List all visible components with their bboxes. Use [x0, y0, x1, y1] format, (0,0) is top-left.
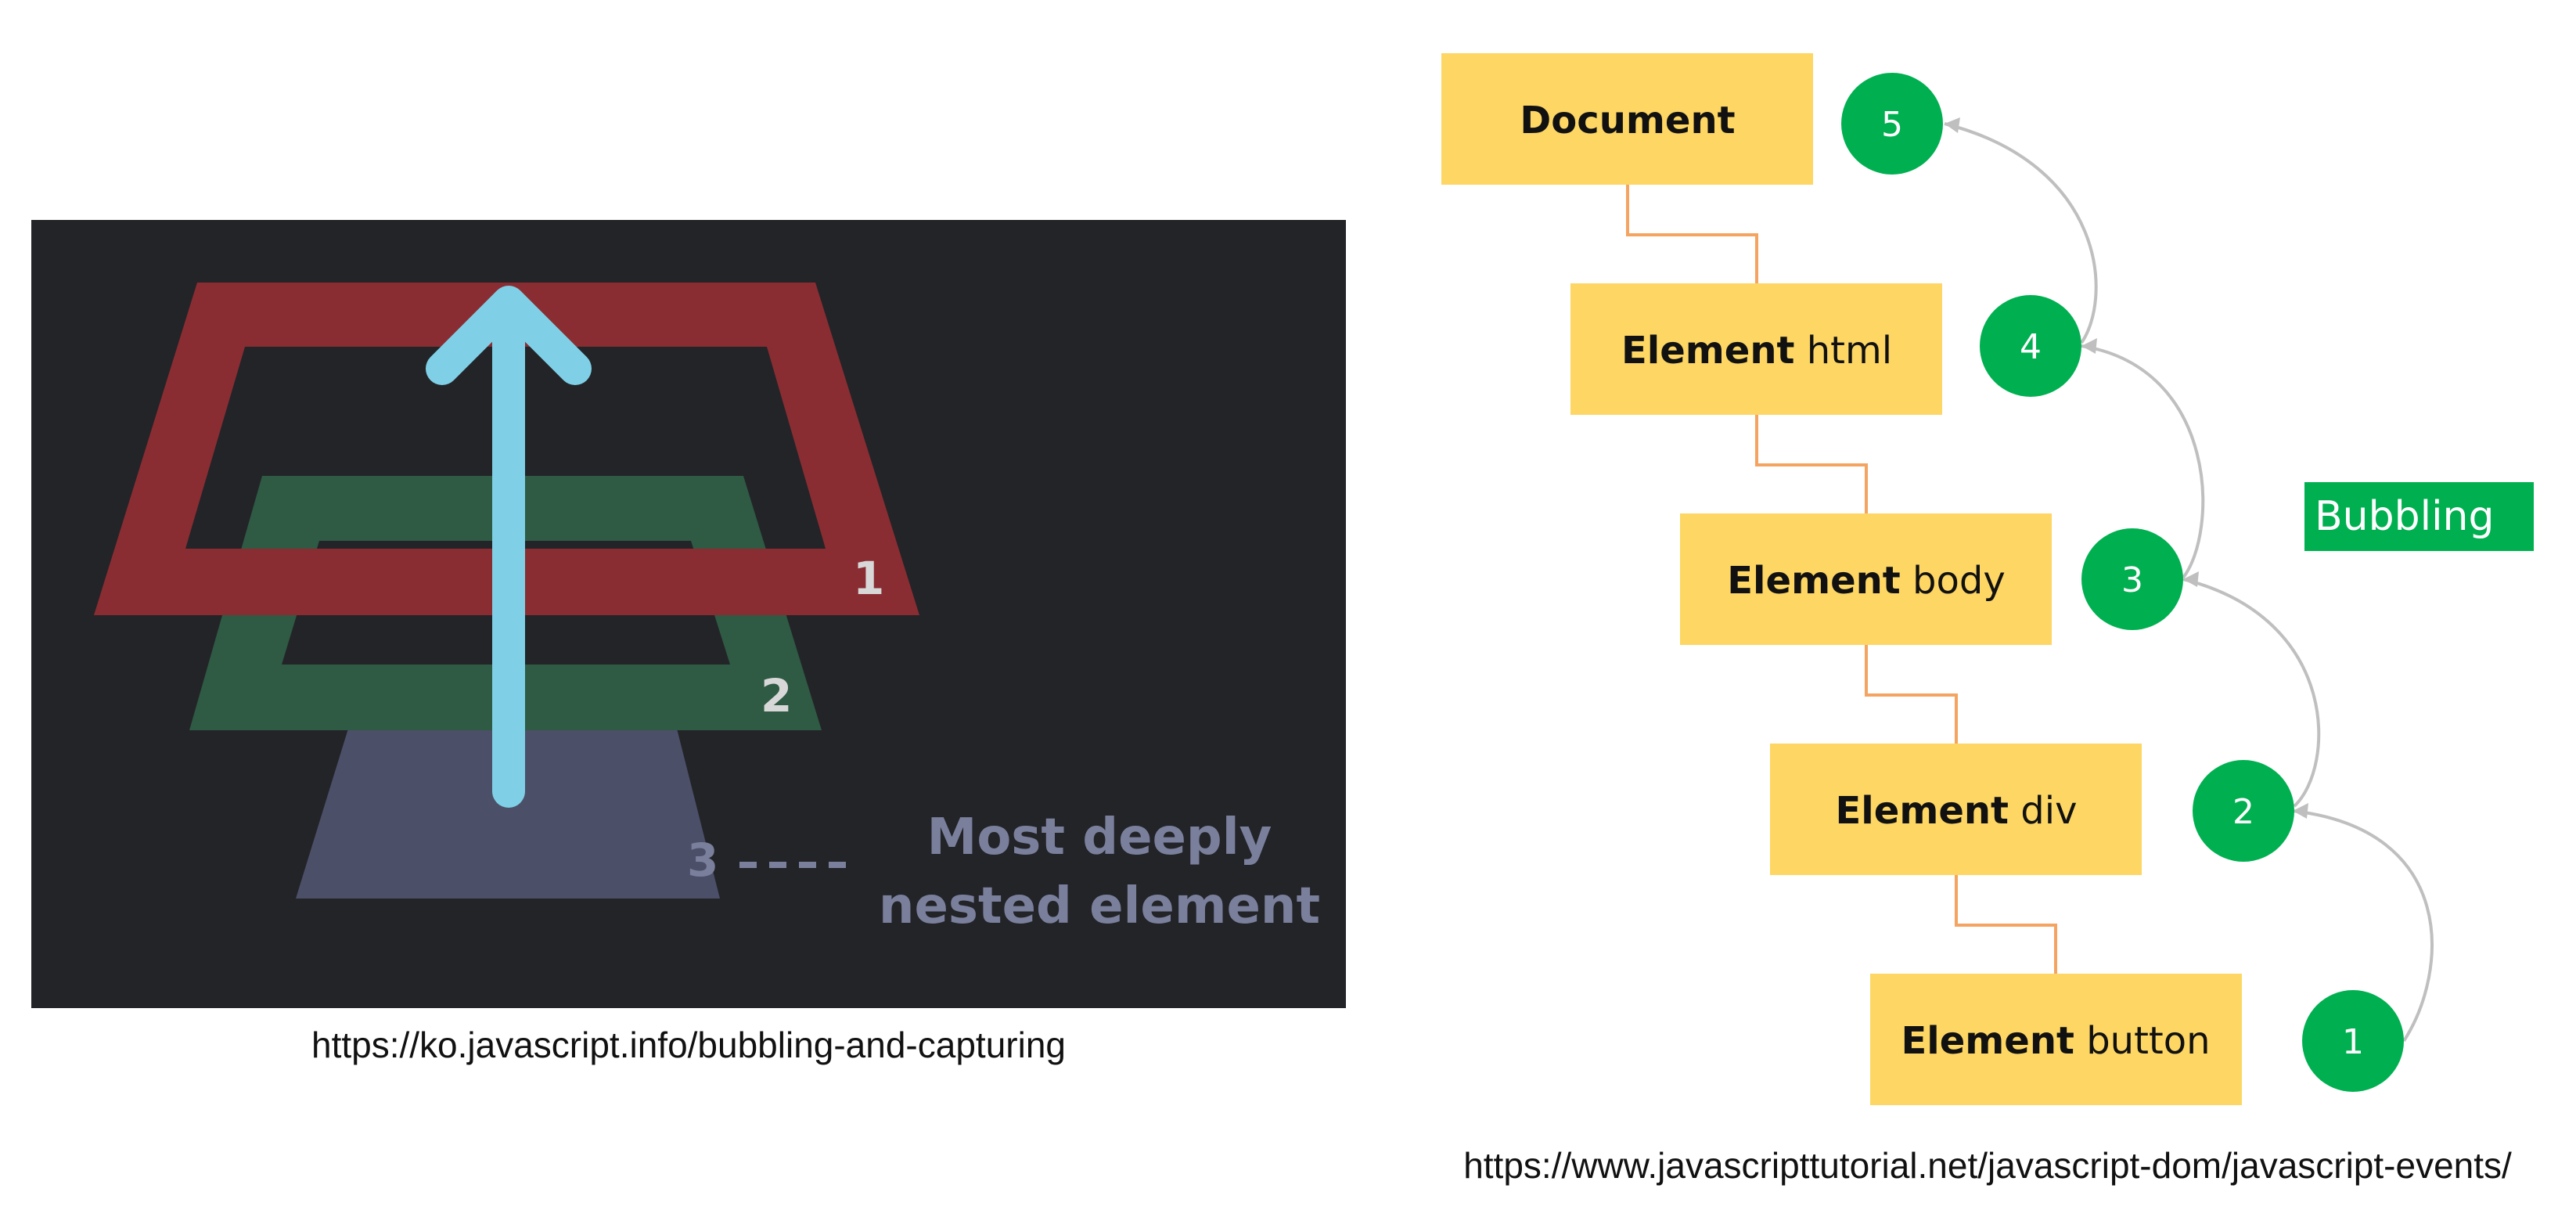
svg-text:4: 4: [2020, 327, 2042, 367]
node-html: Element html: [1570, 283, 1942, 415]
node-html-bold: Element: [1621, 329, 1794, 373]
svg-text:1: 1: [2342, 1022, 2364, 1062]
right-source-caption: https://www.javascripttutorial.net/javas…: [1463, 1145, 2512, 1186]
note-line-1: Most deeply: [927, 809, 1272, 866]
bubbling-curve-heads: [1945, 117, 2308, 819]
bubbling-badge-label: Bubbling: [2315, 493, 2495, 540]
layer-3-label: 3: [687, 834, 718, 887]
node-button-bold: Element: [1901, 1019, 2074, 1063]
node-document-bold: Document: [1520, 99, 1735, 142]
step-4: 4: [1980, 295, 2081, 397]
bubbling-diagram: Document Element html Element body Eleme…: [1441, 53, 2534, 1105]
svg-text:2: 2: [2232, 792, 2254, 832]
tree-connectors: [1626, 185, 2057, 974]
step-1: 1: [2302, 990, 2404, 1092]
layer-1-label: 1: [853, 552, 884, 605]
step-3: 3: [2081, 528, 2183, 630]
node-div-bold: Element: [1836, 789, 2009, 833]
layer-2-shape: [189, 476, 822, 730]
node-div: Element div: [1770, 744, 2142, 875]
node-div-rest: div: [2009, 789, 2077, 833]
node-button-rest: button: [2074, 1019, 2211, 1063]
node-body-rest: body: [1901, 559, 2006, 603]
node-button: Element button: [1870, 974, 2242, 1105]
layer-3-shape: [296, 729, 720, 899]
note-line-2: nested element: [879, 877, 1320, 935]
bubbling-badge: Bubbling: [2304, 482, 2534, 551]
svg-text:3: 3: [2121, 560, 2143, 600]
node-body-bold: Element: [1727, 559, 1900, 603]
svg-text:Document: Document: [1520, 99, 1735, 142]
step-5: 5: [1841, 73, 1943, 175]
node-html-rest: html: [1794, 329, 1892, 373]
svg-text:Element html: Element html: [1621, 329, 1892, 373]
nesting-diagram: 3 2 1 Most deeply nested element: [31, 220, 1346, 1008]
svg-text:Element body: Element body: [1727, 559, 2005, 603]
svg-text:Element div: Element div: [1836, 789, 2078, 833]
layer-2-label: 2: [761, 669, 792, 722]
bubbling-curves: [1944, 122, 2434, 1043]
svg-text:5: 5: [1881, 105, 1903, 145]
svg-text:Element button: Element button: [1901, 1019, 2210, 1063]
left-source-caption: https://ko.javascript.info/bubbling-and-…: [311, 1025, 1066, 1065]
node-body: Element body: [1680, 513, 2052, 645]
node-document: Document: [1441, 53, 1813, 185]
step-2: 2: [2193, 760, 2294, 862]
bubbling-arrow: [426, 286, 592, 808]
